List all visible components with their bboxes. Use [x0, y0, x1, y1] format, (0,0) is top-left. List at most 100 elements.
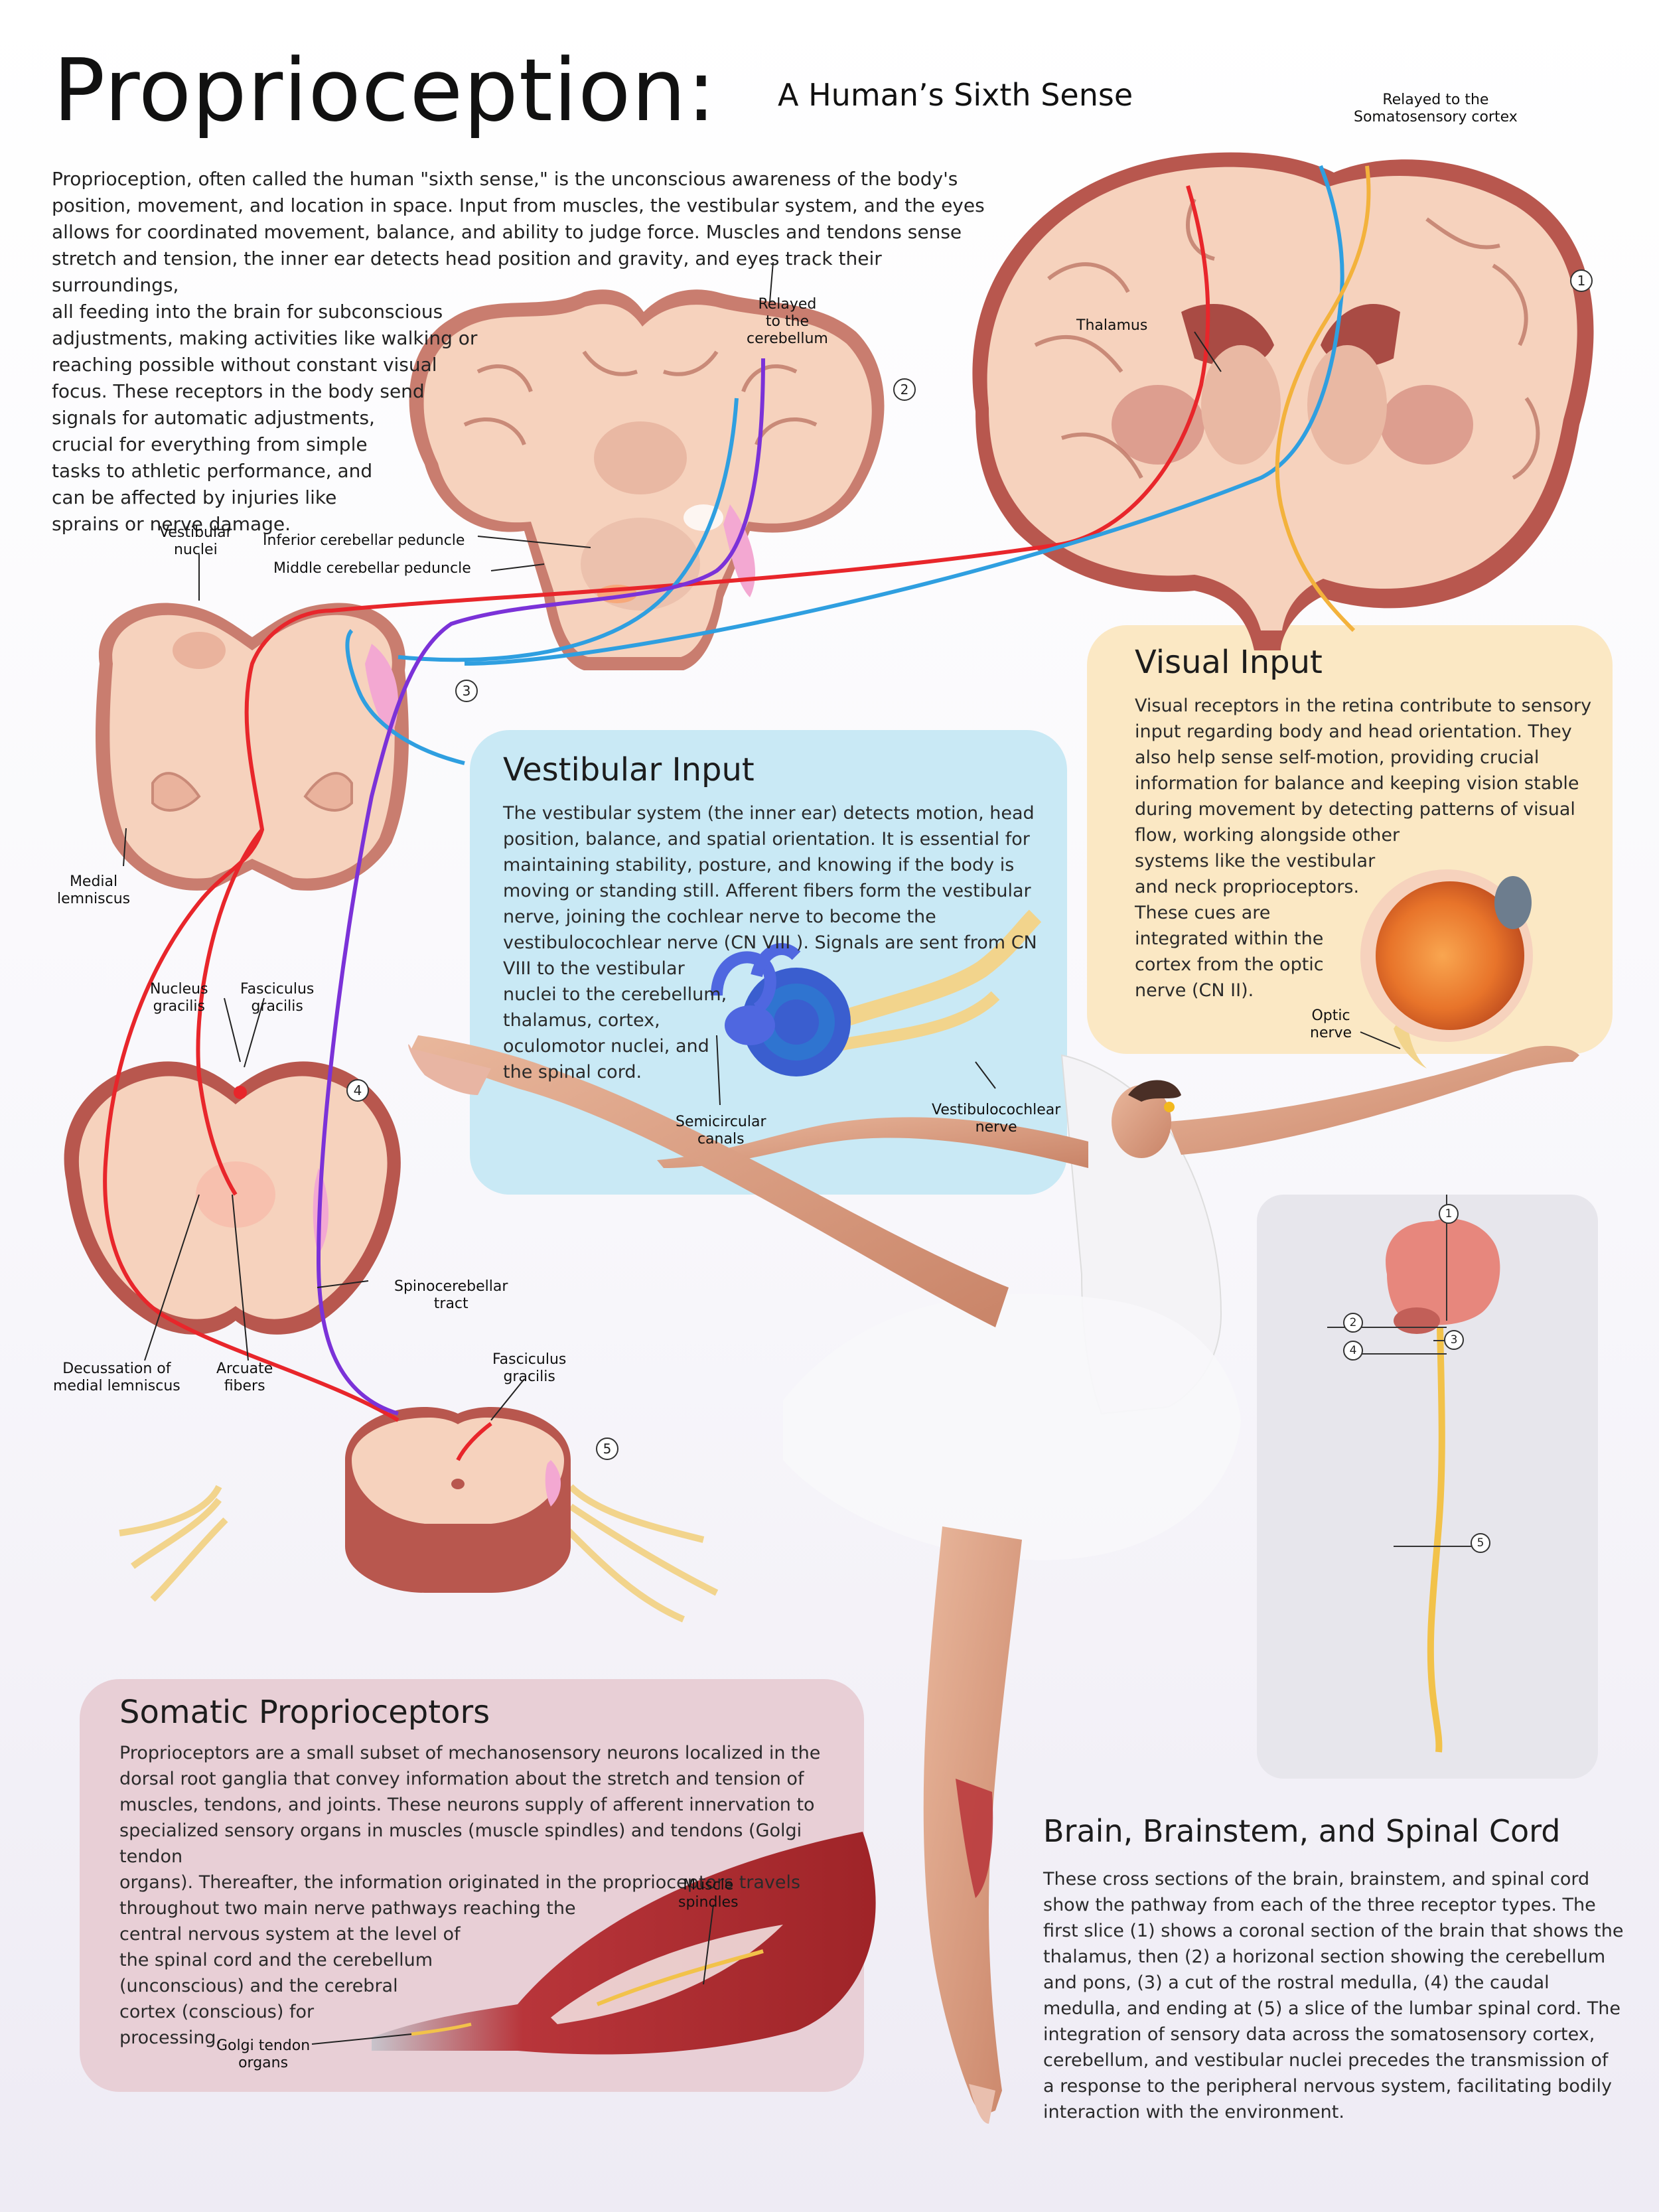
key-marker-5: 5 — [1471, 1533, 1490, 1553]
text-line: information for balance and keeping visi… — [1135, 773, 1579, 794]
label-line: Golgi tendon — [216, 2037, 311, 2054]
visual-heading: Visual Input — [1135, 644, 1323, 681]
text-line: specialized sensory organs in muscles (m… — [119, 1820, 802, 1867]
label-line: Fasciculus — [240, 981, 315, 997]
text-line: and pons, (3) a cut of the rostral medul… — [1043, 1972, 1550, 1993]
text-line: throughout two main nerve pathways reach… — [119, 1898, 576, 1919]
label-optic-nerve: Optic nerve — [1310, 1007, 1352, 1042]
spinocerebellar-pathway — [316, 358, 765, 1416]
key-brain-spinal-diagram — [1327, 1195, 1500, 1753]
text-line: integrated within the — [1135, 928, 1324, 949]
text-line: thalamus, cortex, — [503, 1010, 660, 1031]
intro-line: reaching possible without constant visua… — [52, 354, 437, 376]
label-vestibulocochlear-nerve: Vestibulocochlear nerve — [932, 1102, 1060, 1136]
label-line: Fasciculus — [492, 1351, 567, 1368]
vestibular-text: The vestibular system (the inner ear) de… — [503, 800, 1047, 1085]
dorsal-column-pathway — [103, 185, 1210, 1461]
text-line: oculomotor nuclei, and — [503, 1036, 709, 1057]
text-line: a response to the peripheral nervous sys… — [1043, 2076, 1612, 2097]
section-marker-1: 1 — [1570, 269, 1593, 292]
text-line: These cross sections of the brain, brain… — [1043, 1869, 1590, 1889]
rostral-medulla-section — [96, 603, 409, 891]
intro-line: tasks to athletic performance, and — [52, 460, 373, 482]
label-line: organs — [238, 2055, 289, 2071]
section-marker-3: 3 — [455, 680, 478, 702]
intro-line: can be affected by injuries like — [52, 486, 337, 508]
brain-brainstem-box: Brain, Brainstem, and Spinal Cord These … — [1043, 1813, 1640, 2125]
text-line: position, balance, and spatial orientati… — [503, 829, 1030, 849]
text-line: The vestibular system (the inner ear) de… — [503, 803, 1035, 824]
vestibular-heading: Vestibular Input — [503, 751, 755, 788]
vestibular-input-box: Vestibular Input The vestibular system (… — [503, 751, 1047, 1085]
key-panel-bg — [1257, 1195, 1598, 1779]
label-muscle-spindles: Muscle spindles — [678, 1877, 739, 1911]
label-line: Arcuate — [216, 1361, 273, 1377]
label-line: cerebellum — [747, 331, 828, 347]
intro-line: stretch and tension, the inner ear detec… — [52, 248, 882, 296]
brain-text: These cross sections of the brain, brain… — [1043, 1866, 1640, 2125]
label-inferior-cerebellar-peduncle: Inferior cerebellar peduncle — [263, 532, 465, 549]
text-line: cortex from the optic — [1135, 954, 1324, 975]
brain-heading: Brain, Brainstem, and Spinal Cord — [1043, 1813, 1561, 1849]
label-line: Semicircular — [676, 1114, 766, 1130]
text-line: Visual receptors in the retina contribut… — [1135, 696, 1592, 716]
muscle-illustration — [372, 1832, 876, 2055]
label-line: Spinocerebellar — [394, 1278, 508, 1295]
label-relayed-cerebellum: Relayed to the cerebellum — [747, 296, 828, 348]
text-line: input regarding body and head orientatio… — [1135, 721, 1572, 742]
text-line: dorsal root ganglia that convey informat… — [119, 1769, 804, 1789]
inner-ear-illustration — [711, 909, 1042, 1076]
label-nucleus-gracilis: Nucleus gracilis — [150, 981, 208, 1015]
coronal-brain-section — [972, 152, 1594, 650]
text-line: thalamus, then (2) a horizonal section s… — [1043, 1947, 1606, 1967]
text-line: Proprioceptors are a small subset of mec… — [119, 1743, 821, 1763]
text-line: first slice (1) shows a coronal section … — [1043, 1921, 1624, 1941]
text-line: vestibulocochlear nerve (CN VIII ). Sign… — [503, 932, 1037, 953]
somatic-heading: Somatic Proprioceptors — [119, 1694, 490, 1731]
text-line: show the pathway from each of the three … — [1043, 1895, 1596, 1915]
label-line: fibers — [224, 1378, 265, 1394]
label-line: gracilis — [251, 998, 303, 1015]
key-marker-2: 2 — [1343, 1313, 1363, 1333]
label-fasciculus-gracilis-medulla: Fasciculus gracilis — [240, 981, 314, 1015]
label-line: Somatosensory cortex — [1354, 109, 1518, 125]
intro-line: all feeding into the brain for subconsci… — [52, 301, 443, 323]
label-medial-lemniscus: Medial lemniscus — [57, 873, 130, 908]
text-line: integration of sensory data across the s… — [1043, 2024, 1595, 2045]
section-marker-2: 2 — [893, 378, 916, 401]
text-line: processing. — [119, 2028, 222, 2048]
text-line: muscles, tendons, and joints. These neur… — [119, 1795, 815, 1815]
label-line: Vestibulocochlear — [932, 1102, 1061, 1118]
intro-line: focus. These receptors in the body send — [52, 380, 425, 402]
intro-line: sprains or nerve damage. — [52, 513, 291, 535]
key-marker-1: 1 — [1439, 1204, 1459, 1224]
visual-text: Visual receptors in the retina contribut… — [1135, 693, 1599, 1003]
section-marker-5: 5 — [596, 1438, 618, 1460]
label-thalamus: Thalamus — [1076, 317, 1148, 334]
text-line: cortex (conscious) for — [119, 2002, 315, 2022]
text-line: also help sense self-motion, providing c… — [1135, 747, 1540, 768]
section-marker-4: 4 — [346, 1079, 369, 1102]
text-line: and neck proprioceptors. — [1135, 877, 1360, 897]
label-vestibular-nuclei: Vestibular nuclei — [159, 524, 232, 559]
somatic-text: Proprioceptors are a small subset of mec… — [119, 1740, 849, 2051]
label-middle-cerebellar-peduncle: Middle cerebellar peduncle — [273, 560, 471, 577]
key-marker-4: 4 — [1343, 1341, 1363, 1361]
label-line: gracilis — [153, 998, 205, 1015]
text-line: organs). Thereafter, the information ori… — [119, 1872, 801, 1893]
label-line: Decussation of — [62, 1361, 171, 1377]
label-line: canals — [697, 1131, 745, 1147]
text-line: interaction with the environment. — [1043, 2102, 1344, 2122]
somatic-proprioceptors-box: Somatic Proprioceptors Proprioceptors ar… — [119, 1694, 849, 2051]
label-line: Optic — [1311, 1007, 1350, 1024]
text-line: These cues are — [1135, 903, 1271, 923]
text-line: nerve (CN II). — [1135, 980, 1254, 1001]
label-semicircular-canals: Semicircular canals — [676, 1114, 766, 1148]
label-line: spindles — [678, 1894, 739, 1911]
label-line: nuclei — [173, 542, 218, 558]
text-line: (unconscious) and the cerebral — [119, 1976, 398, 1996]
text-line: cerebellum, and vestibular nuclei preced… — [1043, 2050, 1609, 2071]
text-line: flow, working alongside other — [1135, 825, 1400, 846]
text-line: central nervous system at the level of — [119, 1924, 461, 1945]
